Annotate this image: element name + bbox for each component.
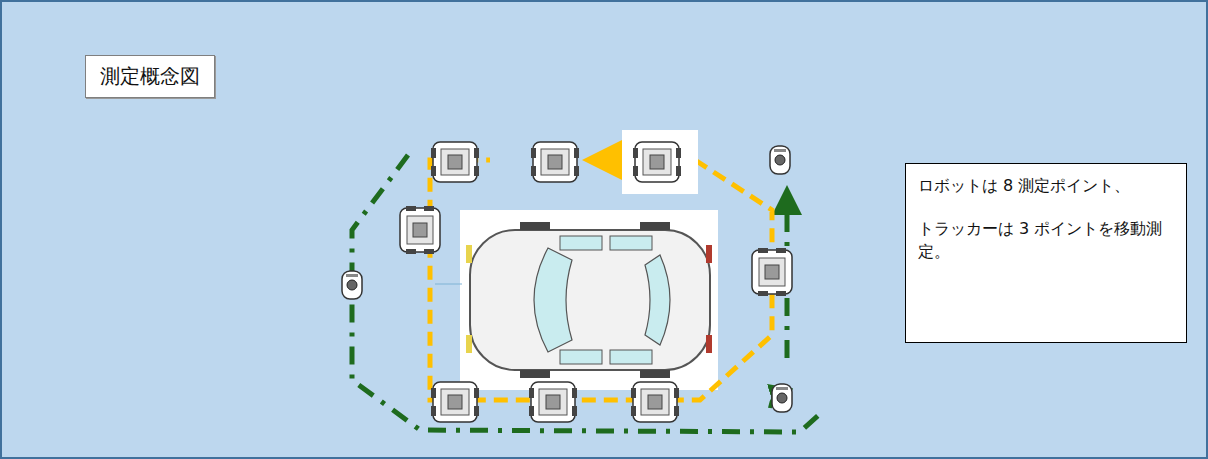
title-text: 測定概念図 — [100, 63, 200, 90]
note-text: トラッカーは 3 ポイントを移動測定。 — [918, 217, 1174, 263]
note-text: ロボットは 8 測定ポイント、 — [918, 174, 1174, 197]
note-box: ロボットは 8 測定ポイント、トラッカーは 3 ポイントを移動測定。 — [905, 163, 1187, 343]
title-box: 測定概念図 — [85, 55, 215, 98]
